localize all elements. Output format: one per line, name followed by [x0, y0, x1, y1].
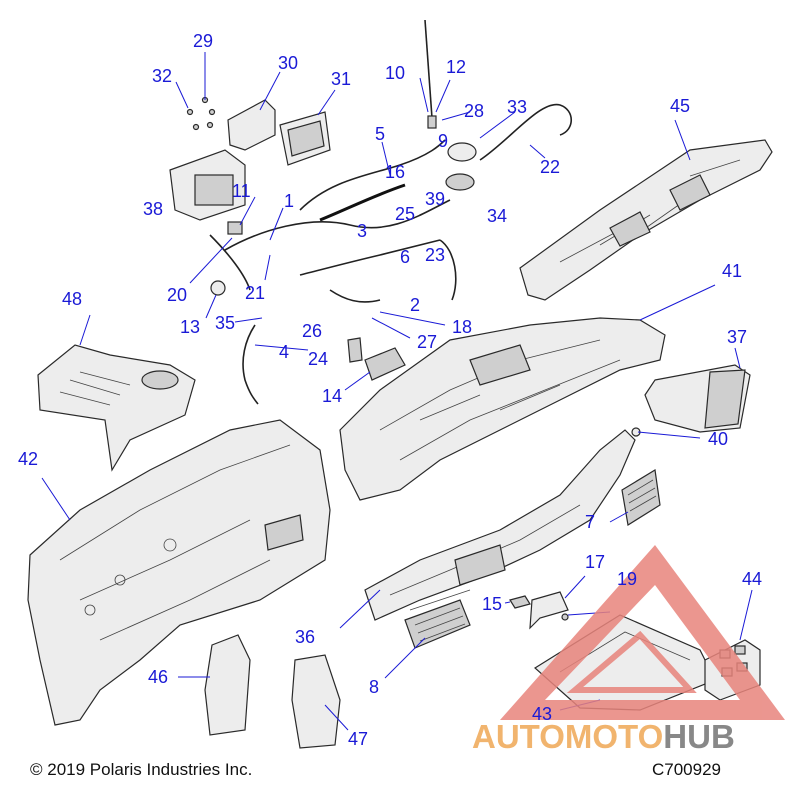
callout-35: 35 — [215, 313, 236, 333]
part-15-clip — [509, 595, 531, 609]
callout-7: 7 — [585, 512, 596, 532]
callout-37: 37 — [727, 327, 748, 347]
callout-43: 43 — [532, 704, 553, 724]
callout-21: 21 — [245, 283, 266, 303]
callout-2: 2 — [410, 295, 421, 315]
callout-29: 29 — [193, 31, 214, 51]
callout-18: 18 — [452, 317, 473, 337]
part-10-antenna — [424, 19, 437, 129]
part-33-dome — [447, 142, 477, 162]
callout-23: 23 — [425, 245, 446, 265]
part-37-glove-box — [644, 364, 751, 433]
callout-10: 10 — [385, 63, 406, 83]
part-46-trim-panel — [204, 634, 251, 736]
part-41-main-dash-tray — [339, 317, 666, 501]
part-47-trim-panel — [291, 654, 341, 749]
watermark-brand-part1: AUTOMOTO — [472, 718, 664, 755]
callout-19: 19 — [617, 569, 638, 589]
copyright-notice: © 2019 Polaris Industries Inc. — [30, 760, 253, 779]
callout-14: 14 — [322, 386, 343, 406]
callout-26: 26 — [302, 321, 323, 341]
part-36-lower-dash-panel — [364, 429, 636, 621]
callout-28: 28 — [464, 101, 485, 121]
callout-13: 13 — [180, 317, 201, 337]
callout-24: 24 — [308, 349, 329, 369]
part-31-display-unit — [279, 111, 331, 166]
callout-30: 30 — [278, 53, 299, 73]
part-42-firewall-panel — [27, 419, 331, 726]
part-34-base — [445, 173, 475, 191]
callout-27: 27 — [417, 332, 438, 352]
part-7-speaker-grille — [621, 469, 661, 526]
callout-42: 42 — [18, 449, 39, 469]
callout-34: 34 — [487, 206, 508, 226]
part-13-grommet — [210, 280, 226, 296]
part-24-bracket — [347, 337, 363, 363]
callout-31: 31 — [331, 69, 352, 89]
fasteners-29-32 — [186, 96, 216, 131]
callout-22: 22 — [540, 157, 561, 177]
callout-1: 1 — [284, 191, 295, 211]
part-48-center-console — [37, 344, 196, 472]
callout-17: 17 — [585, 552, 606, 572]
callout-3: 3 — [357, 221, 368, 241]
part-14-switch-panel — [364, 347, 406, 381]
callout-41: 41 — [722, 261, 743, 281]
figure-code: C700929 — [652, 760, 722, 779]
callout-47: 47 — [348, 729, 369, 749]
callout-20: 20 — [167, 285, 188, 305]
watermark-brand-part2: HUB — [663, 718, 735, 755]
wiring-harnesses — [209, 103, 573, 405]
callout-4: 4 — [279, 342, 290, 362]
callout-5: 5 — [375, 124, 386, 144]
part-30-mount-bracket — [227, 99, 276, 151]
callout-40: 40 — [708, 429, 729, 449]
callout-11: 11 — [232, 181, 251, 201]
callout-32: 32 — [152, 66, 173, 86]
part-17-bracket — [529, 591, 569, 630]
watermark-logo — [500, 545, 785, 720]
part-20-connector — [227, 221, 243, 235]
callout-45: 45 — [670, 96, 691, 116]
callout-12: 12 — [446, 57, 467, 77]
watermark-brand-text: AUTOMOTOHUB — [472, 718, 735, 756]
part-38-display-bezel — [169, 149, 246, 221]
callout-9: 9 — [438, 131, 449, 151]
callout-39: 39 — [425, 189, 446, 209]
callout-6: 6 — [400, 247, 411, 267]
callout-44: 44 — [742, 569, 763, 589]
callout-16: 16 — [385, 162, 406, 182]
callout-36: 36 — [295, 627, 316, 647]
callout-33: 33 — [507, 97, 528, 117]
part-19-fastener — [561, 613, 569, 621]
callout-48: 48 — [62, 289, 83, 309]
part-8-speaker-grille — [404, 599, 471, 649]
callout-38: 38 — [143, 199, 164, 219]
callout-8: 8 — [369, 677, 380, 697]
callout-15: 15 — [482, 594, 503, 614]
callout-25: 25 — [395, 204, 416, 224]
callout-46: 46 — [148, 667, 169, 687]
part-45-upper-dash-panel — [519, 139, 773, 301]
